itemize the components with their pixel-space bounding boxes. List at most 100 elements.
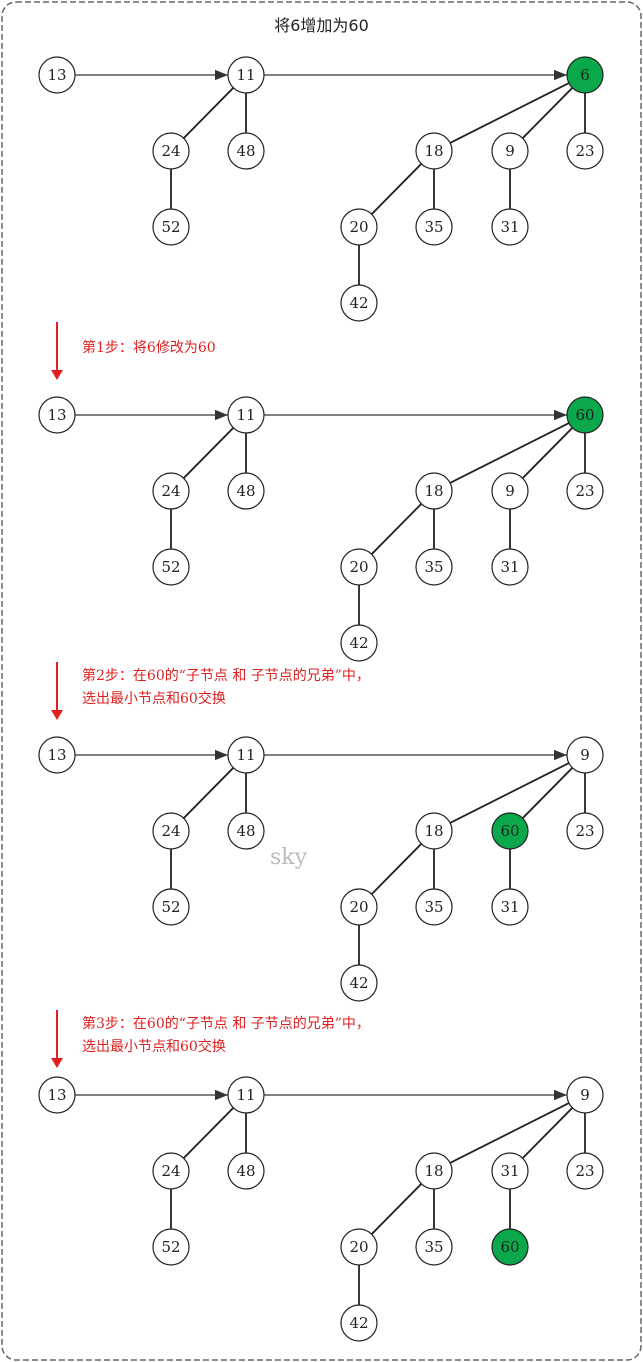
heap-node bbox=[340, 1228, 378, 1266]
tree-edge bbox=[522, 427, 573, 479]
tree-edge bbox=[371, 843, 422, 895]
tree-edge bbox=[371, 163, 422, 215]
node-label: 42 bbox=[349, 974, 368, 992]
tree-edge bbox=[522, 1107, 573, 1159]
step-1-text: 第1步：将6修改为60 bbox=[82, 337, 216, 360]
heap-node bbox=[491, 888, 529, 926]
heap-node bbox=[152, 472, 190, 510]
heap-node bbox=[38, 1076, 76, 1114]
node-label: 20 bbox=[349, 898, 368, 916]
node-label: 13 bbox=[47, 66, 66, 84]
heap-node bbox=[415, 1228, 453, 1266]
node-label: 18 bbox=[424, 142, 443, 160]
heap-node bbox=[38, 736, 76, 774]
node-label: 52 bbox=[161, 1238, 180, 1256]
tree-edge bbox=[449, 1102, 570, 1164]
step-line: 选出最小节点和60交换 bbox=[82, 691, 226, 707]
tree-edge bbox=[449, 762, 570, 824]
tree-edge bbox=[371, 503, 422, 555]
heap-node bbox=[152, 1228, 190, 1266]
heap-node bbox=[566, 132, 604, 170]
node-label: 52 bbox=[161, 218, 180, 236]
node-label: 23 bbox=[575, 142, 594, 160]
heap-node bbox=[340, 624, 378, 662]
heap-node bbox=[415, 888, 453, 926]
tree-edge bbox=[522, 767, 573, 819]
node-label: 11 bbox=[236, 1086, 255, 1104]
node-label: 48 bbox=[236, 822, 255, 840]
node-label: 20 bbox=[349, 558, 368, 576]
node-label: 11 bbox=[236, 66, 255, 84]
tree-edge bbox=[449, 82, 570, 144]
node-label: 35 bbox=[424, 558, 443, 576]
heap-node bbox=[38, 56, 76, 94]
node-label: 48 bbox=[236, 1162, 255, 1180]
heap-node bbox=[340, 208, 378, 246]
node-label: 48 bbox=[236, 142, 255, 160]
tree-edge bbox=[371, 1183, 422, 1235]
step-line: 选出最小节点和60交换 bbox=[82, 1039, 226, 1055]
heap-node bbox=[415, 548, 453, 586]
node-label: 52 bbox=[161, 898, 180, 916]
tree-edge bbox=[183, 87, 234, 139]
heap-node bbox=[227, 736, 265, 774]
node-label: 9 bbox=[505, 142, 515, 160]
heap-node bbox=[227, 1076, 265, 1114]
node-label: 23 bbox=[575, 822, 594, 840]
tree-edge bbox=[449, 422, 570, 484]
heap-node bbox=[152, 548, 190, 586]
heap-node bbox=[227, 812, 265, 850]
node-label: 13 bbox=[47, 406, 66, 424]
heap-node bbox=[152, 208, 190, 246]
node-label: 31 bbox=[500, 558, 519, 576]
node-label: 60 bbox=[500, 1238, 519, 1256]
step-arrow-head bbox=[51, 370, 63, 380]
diagram-title: 将6增加为60 bbox=[274, 16, 369, 35]
node-label: 24 bbox=[161, 822, 180, 840]
node-label: 20 bbox=[349, 218, 368, 236]
node-label: 31 bbox=[500, 218, 519, 236]
step-line: 第2步：在60的“子节点 和 子节点的兄弟”中， bbox=[82, 668, 370, 684]
tree-edge bbox=[183, 767, 234, 819]
tree-edge bbox=[522, 87, 573, 139]
heap-node bbox=[415, 812, 453, 850]
step-3-text: 第3步：在60的“子节点 和 子节点的兄弟”中，选出最小节点和60交换 bbox=[82, 1013, 370, 1059]
heap-node bbox=[340, 284, 378, 322]
node-label: 24 bbox=[161, 482, 180, 500]
highlighted-node bbox=[566, 396, 604, 434]
step-2-text: 第2步：在60的“子节点 和 子节点的兄弟”中， 选出最小节点和60交换 bbox=[82, 665, 370, 711]
heap-node bbox=[415, 472, 453, 510]
heap-node bbox=[152, 888, 190, 926]
node-label: 60 bbox=[500, 822, 519, 840]
node-label: 23 bbox=[575, 1162, 594, 1180]
heap-node bbox=[227, 472, 265, 510]
node-label: 52 bbox=[161, 558, 180, 576]
node-label: 35 bbox=[424, 1238, 443, 1256]
heap-node bbox=[340, 548, 378, 586]
heap-node bbox=[227, 132, 265, 170]
heap-node bbox=[491, 472, 529, 510]
node-label: 6 bbox=[580, 66, 590, 84]
heap-node bbox=[491, 132, 529, 170]
node-label: 42 bbox=[349, 634, 368, 652]
node-label: 9 bbox=[505, 482, 515, 500]
watermark: sky bbox=[270, 845, 308, 870]
heap-node bbox=[152, 812, 190, 850]
tree-edge bbox=[183, 427, 234, 479]
node-label: 18 bbox=[424, 822, 443, 840]
node-label: 13 bbox=[47, 1086, 66, 1104]
highlighted-node bbox=[491, 1228, 529, 1266]
node-label: 9 bbox=[580, 1086, 590, 1104]
node-label: 35 bbox=[424, 218, 443, 236]
node-label: 31 bbox=[500, 1162, 519, 1180]
heap-node bbox=[152, 132, 190, 170]
heap-node bbox=[566, 1152, 604, 1190]
node-label: 42 bbox=[349, 1314, 368, 1332]
heap-node bbox=[566, 812, 604, 850]
node-label: 13 bbox=[47, 746, 66, 764]
node-label: 23 bbox=[575, 482, 594, 500]
highlighted-node bbox=[491, 812, 529, 850]
node-label: 11 bbox=[236, 406, 255, 424]
